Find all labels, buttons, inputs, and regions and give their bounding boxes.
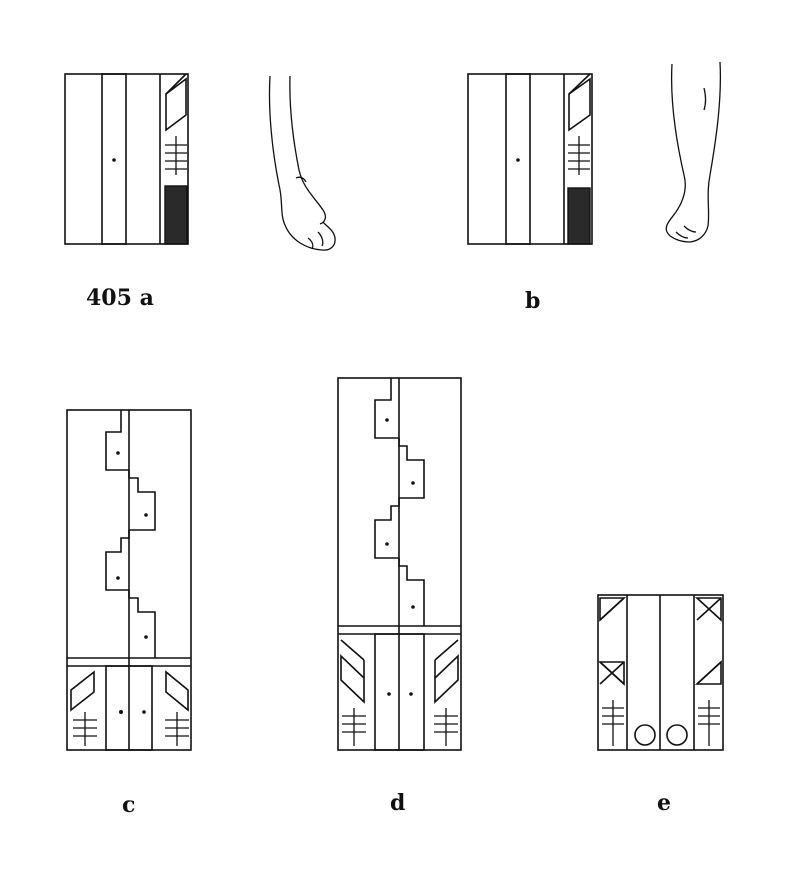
- staff-c-step-1: [105, 410, 129, 471]
- staff-e-left-limb-sign: [602, 700, 624, 746]
- staff-c-dot-5: [119, 710, 123, 714]
- foot-drawing-a: [268, 75, 336, 251]
- staff-d-left-direction-line: [340, 639, 365, 661]
- staff-b-direction-line: [568, 73, 591, 95]
- staff-c-dot-6: [142, 710, 146, 714]
- label-d: d: [390, 790, 405, 816]
- staff-d: [337, 377, 462, 751]
- staff-a: [64, 73, 189, 245]
- staff-d-step-1: [374, 378, 399, 439]
- staff-c-step-4: [128, 590, 156, 658]
- staff-e-left-top-edge: [599, 597, 625, 621]
- staff-d-right-direction-line: [434, 639, 459, 661]
- staff-d-left-direction: [340, 654, 365, 704]
- staff-b-support-column: [505, 73, 531, 245]
- staff-c-dot-2: [144, 513, 148, 517]
- staff-d-dot-4: [411, 605, 415, 609]
- staff-b-direction-symbol: [568, 77, 591, 132]
- staff-c-dot-3: [116, 576, 120, 580]
- staff-e-left-mid-edge: [599, 661, 625, 685]
- staff-d-right-direction: [434, 654, 459, 704]
- staff-d-dot-1: [385, 418, 389, 422]
- staff-a-dot: [112, 158, 116, 162]
- staff-d-dot-5: [387, 692, 391, 696]
- staff-c-right-limb-sign: [165, 712, 189, 746]
- staff-c: [66, 409, 192, 751]
- staff-b-limb-sign: [568, 136, 590, 175]
- staff-d-right-limb-sign: [434, 708, 458, 746]
- foot-drawing-b: [665, 61, 722, 243]
- staff-a-shaded-block: [164, 185, 188, 245]
- staff-e-right-top-edge: [696, 597, 722, 621]
- staff-c-support-column: [105, 665, 153, 751]
- staff-b: [467, 73, 593, 245]
- staff-b-shaded-block: [567, 187, 591, 245]
- staff-a-limb-sign: [165, 136, 187, 175]
- label-c: c: [122, 792, 135, 818]
- staff-c-left-limb-sign: [73, 712, 97, 746]
- staff-d-step-3: [374, 498, 400, 559]
- staff-c-dot-4: [144, 635, 148, 639]
- staff-d-dot-6: [409, 692, 413, 696]
- staff-d-dot-2: [411, 481, 415, 485]
- label-405a: 405 a: [86, 285, 154, 311]
- staff-a-direction-line: [165, 73, 187, 95]
- staff-d-support-column: [374, 633, 425, 751]
- staff-e-right-limb-sign: [698, 700, 720, 746]
- staff-e-right-circle: [666, 724, 688, 746]
- staff-a-support-column: [101, 73, 127, 245]
- staff-a-direction-symbol: [165, 77, 187, 132]
- staff-c-step-3: [105, 530, 130, 591]
- staff-c-dot-1: [116, 451, 120, 455]
- label-b: b: [525, 288, 540, 314]
- staff-c-left-direction: [70, 670, 95, 712]
- staff-d-dot-3: [385, 542, 389, 546]
- staff-d-left-limb-sign: [342, 708, 366, 746]
- staff-c-right-direction: [165, 670, 189, 712]
- staff-d-step-2: [398, 438, 425, 499]
- staff-c-step-2: [128, 470, 156, 531]
- staff-e-left-circle: [634, 724, 656, 746]
- staff-e-right-mid-edge: [696, 661, 722, 685]
- label-e: e: [657, 790, 671, 816]
- staff-d-step-4: [398, 558, 425, 626]
- staff-b-dot: [516, 158, 520, 162]
- staff-e: [597, 594, 724, 751]
